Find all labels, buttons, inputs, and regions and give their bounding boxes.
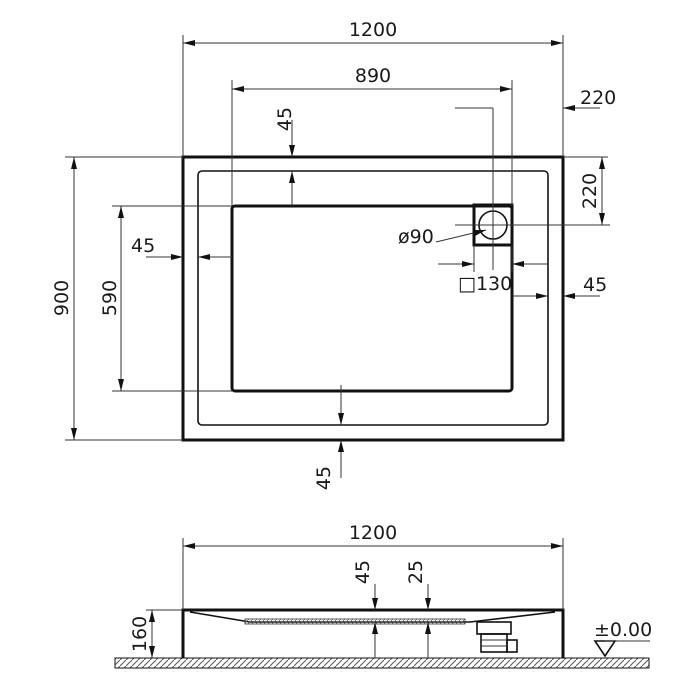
label-side-depth-25: 25 bbox=[405, 560, 427, 584]
dim-side-depth-25: 25 bbox=[405, 560, 431, 658]
label-height-900: 900 bbox=[51, 280, 73, 316]
dim-side-height-160: 160 bbox=[129, 609, 183, 658]
dim-side-width-1200: 1200 bbox=[182, 522, 564, 610]
label-top-rim-45: 45 bbox=[274, 107, 296, 131]
drain-body bbox=[476, 621, 518, 653]
label-drain-edge-220: 220 bbox=[580, 87, 616, 109]
tray-basin-outline bbox=[230, 204, 514, 393]
floor-level-marker: ±0.00 bbox=[593, 619, 652, 658]
label-width-1200: 1200 bbox=[349, 19, 397, 41]
dim-height-900: 900 bbox=[51, 156, 183, 441]
label-inner-width-890: 890 bbox=[355, 65, 391, 87]
label-drain-box-130: □130 bbox=[458, 273, 512, 295]
dim-right-rim-45: 45 bbox=[512, 274, 607, 299]
floor-strip bbox=[114, 657, 650, 669]
dim-top-rim-45: 45 bbox=[274, 107, 296, 206]
tray-outer-outline bbox=[181, 155, 565, 442]
dim-drain-edge-220: 220 bbox=[563, 87, 616, 111]
drain-channel bbox=[244, 618, 466, 625]
label-drain-top-220: 220 bbox=[579, 173, 601, 209]
plan-view: 1200 890 220 45 bbox=[51, 19, 616, 490]
dim-drain-box-130: □130 bbox=[438, 245, 548, 295]
dim-inner-width-890: 890 bbox=[231, 65, 513, 206]
label-side-rim-45: 45 bbox=[352, 560, 374, 584]
dim-bottom-rim-45: 45 bbox=[313, 385, 344, 490]
side-view: 1200 45 25 160 bbox=[114, 522, 652, 669]
label-left-rim-45: 45 bbox=[131, 235, 155, 257]
label-drain-diameter-90: ø90 bbox=[398, 226, 434, 248]
dim-width-1200: 1200 bbox=[182, 19, 564, 157]
dim-drain-top-220: 220 bbox=[563, 156, 608, 225]
dim-inner-height-590: 590 bbox=[99, 205, 232, 392]
label-inner-height-590: 590 bbox=[99, 280, 121, 316]
label-side-height-160: 160 bbox=[129, 616, 151, 652]
tray-profile bbox=[181, 608, 565, 658]
tray-rim-line bbox=[197, 170, 549, 426]
label-right-rim-45: 45 bbox=[583, 274, 607, 296]
dim-drain-diameter-90: ø90 bbox=[398, 226, 487, 248]
label-side-width-1200: 1200 bbox=[349, 522, 397, 544]
dim-left-rim-45: 45 bbox=[131, 235, 232, 260]
label-floor-level: ±0.00 bbox=[594, 619, 652, 641]
label-bottom-rim-45: 45 bbox=[313, 466, 335, 490]
dim-side-rim-45: 45 bbox=[352, 560, 378, 658]
